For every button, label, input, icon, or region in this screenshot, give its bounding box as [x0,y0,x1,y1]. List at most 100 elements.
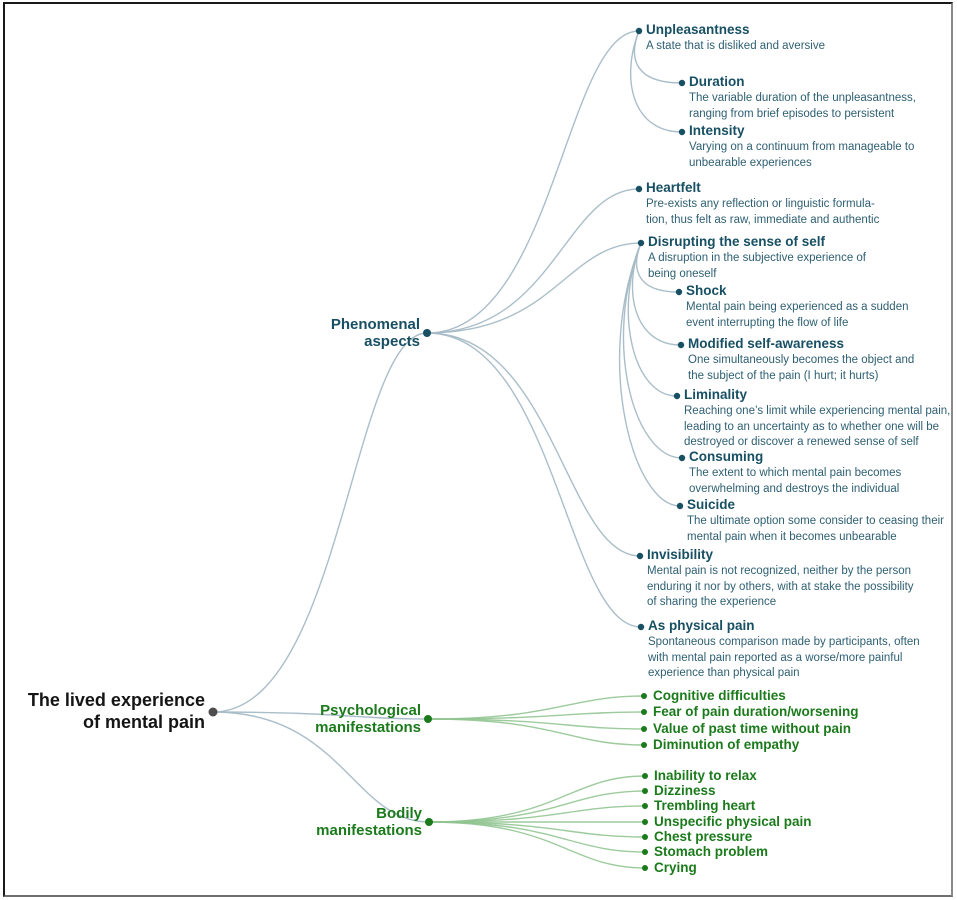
node-desc-line: One simultaneously becomes the object an… [688,354,915,366]
link-curve [212,711,429,720]
node-dot [641,742,647,748]
leaf-label-bodily-4: Chest pressure [654,829,753,844]
node-title-consuming: Consuming [689,449,764,464]
node-dot [641,726,647,732]
leaf-label-psychological-1: Fear of pain duration/worsening [653,704,859,719]
node-desc-line: Mental pain is not recognized, neither b… [647,565,912,577]
link-curve [428,821,646,853]
link-curve [427,711,645,720]
node-title-shock: Shock [686,283,727,298]
leaf-label-bodily-6: Crying [654,860,697,875]
node-dot [635,27,643,35]
link-curve [426,332,641,557]
branch-dot-bodily [425,818,433,826]
node-title-intensity: Intensity [689,123,745,138]
node-dot [637,239,645,247]
node-desc-line: enduring it nor by others, with at stake… [647,580,914,593]
node-dot [635,185,643,193]
branch-label-psychological: Psychological manifestations [315,702,421,736]
node-desc-line: the subject of the pain (I hurt; it hurt… [688,369,879,382]
node-desc-line: leading to an uncertainty as to whether … [684,420,940,433]
node-desc-line: Mental pain being experienced as a sudde… [686,301,909,313]
link-curve [428,821,646,869]
node-dot [673,392,681,400]
node-desc-line: being oneself [648,267,717,280]
node-desc-line: Varying on a continuum from manageable t… [689,141,915,153]
node-dot [642,865,648,871]
node-desc-line: Spontaneous comparison made by participa… [648,636,920,648]
node-desc-line: Pre-exists any reflection or linguistic … [646,198,875,210]
node-title-disrupting: Disrupting the sense of self [648,234,826,249]
node-desc-line: A disruption in the subjective experienc… [648,252,866,264]
branch-dot-psychological [424,715,432,723]
leaf-label-bodily-3: Unspecific physical pain [654,814,812,829]
node-dot [641,693,647,699]
node-title-liminality: Liminality [684,387,748,402]
node-title-invisibility: Invisibility [647,547,714,562]
root-dot [208,707,218,717]
node-dot [642,803,648,809]
node-desc-line: The extent to which mental pain becomes [689,467,902,479]
node-desc-line: A state that is disliked and aversive [646,40,825,52]
node-dot [642,849,648,855]
node-title-suicide: Suicide [687,497,736,512]
node-title-heartfelt: Heartfelt [646,180,701,195]
link-curve [212,711,430,823]
node-dot [678,128,686,136]
leaf-label-bodily-1: Dizziness [654,783,716,798]
node-dot [678,454,686,462]
link-curve [426,332,642,628]
leaf-label-psychological-0: Cognitive difficulties [653,688,786,703]
branch-label-phenomenal: Phenomenal aspects [330,316,420,350]
branch-dot-phenomenal [423,329,431,337]
leaf-label-bodily-5: Stomach problem [654,844,769,859]
leaf-label-psychological-3: Diminution of empathy [653,737,800,752]
node-desc-line: The variable duration of the unpleasantn… [689,92,916,104]
node-dot [675,288,683,296]
node-dot [642,788,648,794]
node-desc-line: destroyed or discover a renewed sense of… [684,436,919,448]
leaf-label-bodily-2: Trembling heart [654,798,756,813]
node-dot [642,819,648,825]
link-curve [426,242,642,334]
node-desc-line: experience than physical pain [648,667,800,679]
node-dot [641,709,647,715]
link-curve [212,332,428,713]
link-curve [426,188,640,334]
node-desc-line: ranging from brief episodes to persisten… [689,107,895,120]
node-desc-line: unbearable experiences [689,156,812,169]
node-title-unpleasantness: Unpleasantness [646,22,750,37]
node-desc-line: Reaching one’s limit while experiencing … [684,405,951,417]
node-dot [677,341,685,349]
node-title-modified-self-awareness: Modified self-awareness [688,336,845,351]
branch-label-bodily: Bodily manifestations [316,805,422,839]
node-title-as-physical-pain: As physical pain [648,618,755,633]
node-dot [676,502,684,510]
node-dot [678,79,686,87]
node-desc-line: mental pain when it becomes unbearable [687,530,897,543]
mindmap-node-unpleasantness: Unpleasantness A state that is disliked a… [646,21,825,55]
node-desc-line: of sharing the experience [647,596,777,608]
link-curve [426,30,640,334]
root-label: The lived experience of mental pain [27,690,205,732]
node-dot [642,834,648,840]
node-dot [637,623,645,631]
node-desc-line: The ultimate option some consider to cea… [687,515,944,527]
node-dot [642,773,648,779]
link-curve [427,718,645,746]
link-curve [618,242,681,507]
node-dot [636,552,644,560]
node-title-duration: Duration [689,74,745,89]
node-desc-line: with mental pain reported as a worse/mor… [648,651,903,664]
